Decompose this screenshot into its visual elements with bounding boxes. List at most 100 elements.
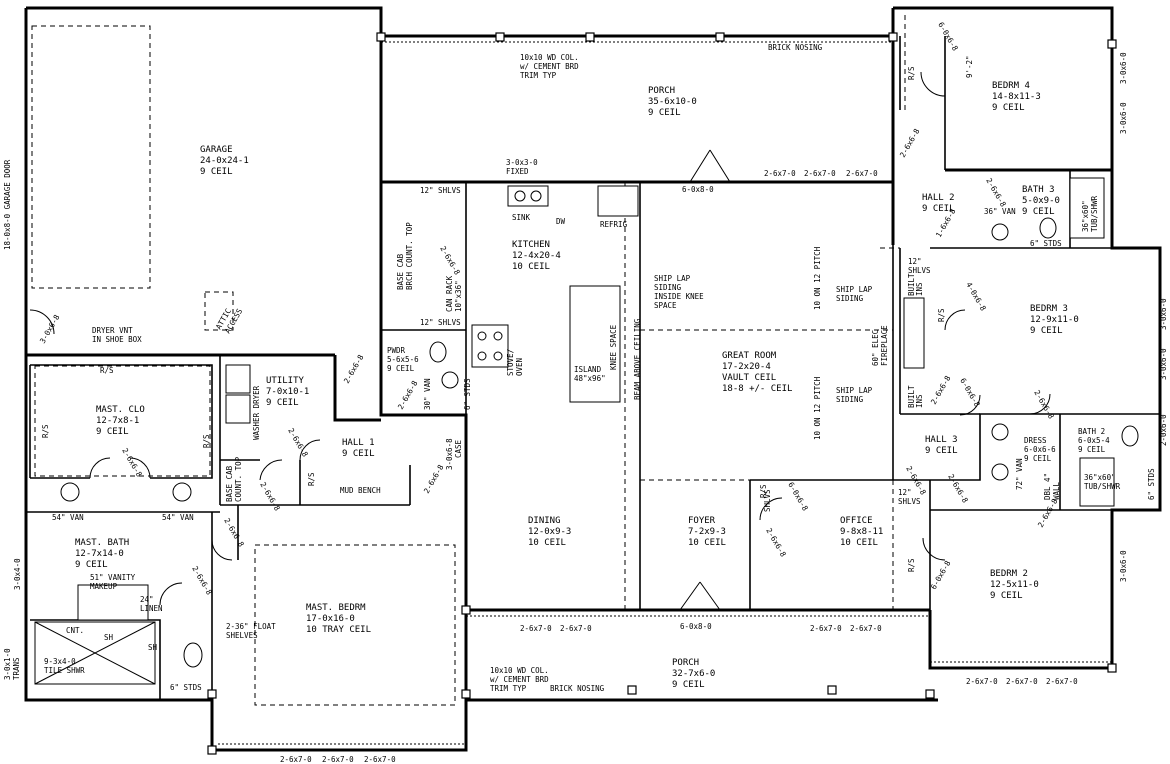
- dim-2668-q: 2-6x6-8: [1036, 497, 1060, 529]
- room-bedrm4-ceil: 9 CEIL: [992, 103, 1025, 113]
- base-cab-util-2: COUNT. TOP: [234, 456, 243, 502]
- room-utility-size: 7-0x10-1: [266, 387, 309, 397]
- room-great-room-ceil: 18-8 +/- CEIL: [722, 384, 792, 394]
- van-54b: 54" VAN: [162, 513, 194, 522]
- dim-2670-front-r-2: 2-6x7-0: [850, 624, 882, 633]
- room-hall3-name: HALL 3: [925, 435, 958, 445]
- tub-bath3-2: TUB/SHWR: [1090, 195, 1099, 232]
- room-kitchen-size: 12-4x20-4: [512, 251, 561, 261]
- room-bedrm4-name: BEDRM 4: [992, 81, 1030, 91]
- dim-6068-a: 6-0x6-8: [936, 21, 960, 53]
- b9-note: 9'-2": [965, 55, 974, 78]
- room-utility-ceil: 9 CEIL: [266, 398, 299, 408]
- room-dining-name: DINING: [528, 516, 561, 526]
- dim-3060-b: 3-0x6-0: [1119, 102, 1128, 134]
- dim-2668-f: 2-6x6-8: [120, 447, 144, 479]
- dim-2670-back-2: 2-6x7-0: [804, 169, 836, 178]
- dryer-vent-1: DRYER VNT: [92, 326, 133, 335]
- rs-bedrm2: R/S: [907, 558, 916, 572]
- linen-2: LINEN: [140, 604, 163, 613]
- dim-3060-c: 3-0x6-0: [1159, 298, 1168, 330]
- shlvs-bedrm3-1: 12": [908, 257, 922, 266]
- col-front-note-3: TRIM TYP: [490, 684, 527, 693]
- room-office-ceil: 10 CEIL: [840, 538, 878, 548]
- room-mast-bath-size: 12-7x14-0: [75, 549, 124, 559]
- dim-2668-p: 2-6x6-8: [946, 473, 970, 505]
- ship-lap-1a: SHIP LAP: [836, 285, 873, 294]
- rs-bedrm4: R/S: [907, 66, 916, 80]
- dim-2668-g: 2-6x6-8: [422, 463, 446, 495]
- tub-bath2-2: TUB/SHWR: [1084, 482, 1121, 491]
- fixed-window-1: 3-0x3-0: [506, 158, 538, 167]
- room-bedrm2-ceil: 9 CEIL: [990, 591, 1023, 601]
- stove-2: OVEN: [515, 358, 524, 376]
- room-dress-size: 6-0x6-6: [1024, 445, 1056, 454]
- porch-posts: [207, 32, 1117, 755]
- col-back-note-2: w/ CEMENT BRD: [520, 62, 579, 71]
- sink-label: SINK: [512, 213, 531, 222]
- room-mast-bath-ceil: 9 CEIL: [75, 560, 108, 570]
- ship-lap-knee-4: SPACE: [654, 301, 677, 310]
- room-bedrm3-name: BEDRM 3: [1030, 304, 1068, 314]
- col-back-note-3: TRIM TYP: [520, 71, 557, 80]
- dim-2670-mast-3: 2-6x7-0: [364, 755, 396, 764]
- washer-dryer: WASHER DRYER: [252, 385, 261, 440]
- shlvs-office: SHLVS: [763, 489, 772, 512]
- rs-mastclo: R/S: [100, 366, 114, 375]
- brick-back-note: BRICK NOSING: [768, 43, 823, 52]
- dbl-wall-2: WALL: [1052, 481, 1061, 500]
- dw-label: DW: [556, 217, 566, 226]
- ship-lap-2b: SIDING: [836, 395, 864, 404]
- room-porch-front-name: PORCH: [672, 658, 699, 668]
- brick-front-note: BRICK NOSING: [550, 684, 605, 693]
- dim-2668-k: 2-6x6-8: [898, 127, 922, 159]
- dim-2670-bedrm2-3: 2-6x7-0: [1046, 677, 1078, 686]
- ship-lap-knee-1: SHIP LAP: [654, 274, 691, 283]
- rs-bedrm3: R/S: [937, 308, 946, 322]
- can-rack-2: 10"x36": [454, 280, 463, 312]
- notes: 18-0x8-0 GARAGE DOOR 10x10 WD COL. w/ CE…: [3, 43, 1156, 693]
- room-office-size: 9-8x8-11: [840, 527, 883, 537]
- col-front-note-2: w/ CEMENT BRD: [490, 675, 549, 684]
- dim-2670-mast-2: 2-6x7-0: [322, 755, 354, 764]
- dim-2668-e: 2-6x6-8: [258, 481, 282, 513]
- shlvs-bedrm2-1: 12": [898, 488, 912, 497]
- walls: [24, 6, 1162, 752]
- room-bath3-name: BATH 3: [1022, 185, 1055, 195]
- built-ins-2b: INS: [915, 394, 924, 408]
- studs-pwdr: 6" STDS: [463, 378, 472, 410]
- ship-lap-knee-3: INSIDE KNEE: [654, 292, 704, 301]
- doors: [29, 71, 1051, 611]
- room-office-name: OFFICE: [840, 516, 873, 526]
- tub-bath2-1: 36"x60": [1084, 473, 1116, 482]
- dim-3068-a: 3-0x6-8: [38, 313, 62, 345]
- dim-6068-d: 6-0x6-8: [958, 377, 982, 409]
- dim-2670-back-1: 2-6x7-0: [764, 169, 796, 178]
- dim-2670-front-l-2: 2-6x7-0: [560, 624, 592, 633]
- room-utility-name: UTILITY: [266, 376, 305, 386]
- room-bedrm3-ceil: 9 CEIL: [1030, 326, 1063, 336]
- rs-hall: R/S: [307, 472, 316, 486]
- room-great-room-size: 17-2x20-4: [722, 362, 771, 372]
- dim-2670-bedrm2-2: 2-6x7-0: [1006, 677, 1038, 686]
- dim-3060-a: 3-0x6-0: [1119, 52, 1128, 84]
- case-1: 3-0x6-8: [445, 438, 454, 470]
- dbl-wall-1: DBL 4": [1043, 473, 1052, 500]
- fixed-window-2: FIXED: [506, 167, 529, 176]
- room-labels: GARAGE 24-0x24-1 9 CEIL PORCH 35-6x10-0 …: [75, 81, 1110, 690]
- dim-2668-d: 2-6x6-8: [286, 427, 310, 459]
- tile-shwr-2: TILE SHWR: [44, 666, 85, 675]
- room-hall2-ceil: 9 CEIL: [922, 204, 955, 214]
- fireplace-1: 60" ELEC: [871, 330, 880, 366]
- room-mast-clo-name: MAST. CLO: [96, 405, 145, 415]
- dim-2668-b: 2-6x6-8: [396, 379, 420, 411]
- linen-1: 24": [140, 595, 154, 604]
- room-bath2-ceil: 9 CEIL: [1078, 445, 1106, 454]
- dim-2668-m: 2-6x6-8: [929, 374, 953, 406]
- room-dining-size: 12-0x9-3: [528, 527, 571, 537]
- float-shelves-1: 2-36" FLOAT: [226, 622, 276, 631]
- room-porch-back-ceil: 9 CEIL: [648, 108, 681, 118]
- dim-3040: 3-0x4-0: [13, 558, 22, 590]
- dim-2670-front-r-1: 2-6x7-0: [810, 624, 842, 633]
- dim-6068-b: 6-0x6-8: [929, 559, 953, 591]
